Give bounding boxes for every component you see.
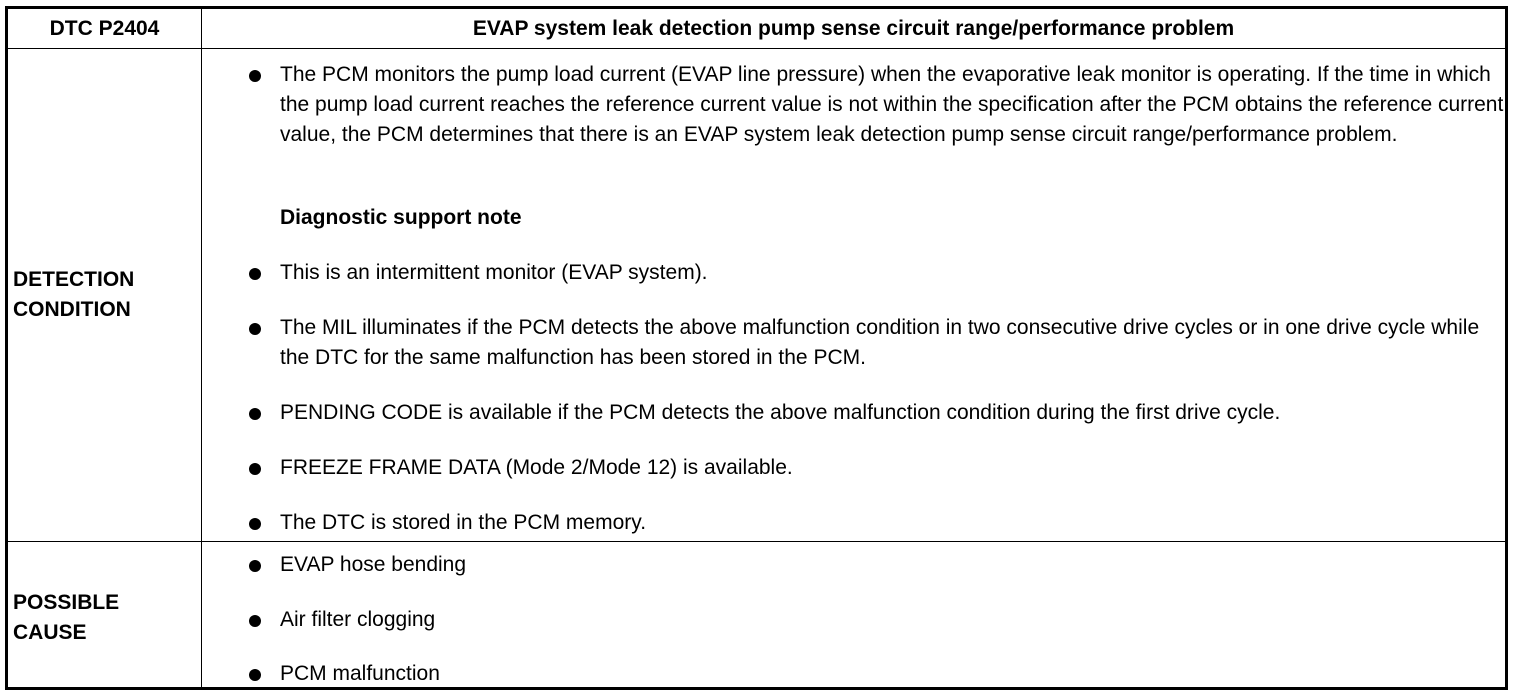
detection-condition-label: DETECTION CONDITION [13,268,135,321]
possible-cause-label: POSSIBLE CAUSE [13,591,120,644]
support-note: PENDING CODE is available if the PCM det… [249,398,1505,428]
possible-cause-item: EVAP hose bending [249,550,1505,580]
dtc-code-header: DTC P2404 [49,16,160,40]
support-note: The MIL illuminates if the PCM detects t… [249,313,1505,373]
support-note: FREEZE FRAME DATA (Mode 2/Mode 12) is av… [249,453,1505,483]
dtc-table: DTC P2404 EVAP system leak detection pum… [5,6,1508,690]
detection-description: The PCM monitors the pump load current (… [249,60,1505,150]
support-note: This is an intermittent monitor (EVAP sy… [249,258,1505,288]
header-divider [8,48,1505,49]
column-divider [201,9,202,687]
support-note: The DTC is stored in the PCM memory. [249,508,1505,538]
dtc-title-header: EVAP system leak detection pump sense ci… [472,16,1235,40]
possible-cause-item: PCM malfunction [249,659,1505,689]
possible-cause-item: Air filter clogging [249,605,1505,635]
row-divider [8,541,1505,542]
diagnostic-support-heading: Diagnostic support note [280,206,522,229]
